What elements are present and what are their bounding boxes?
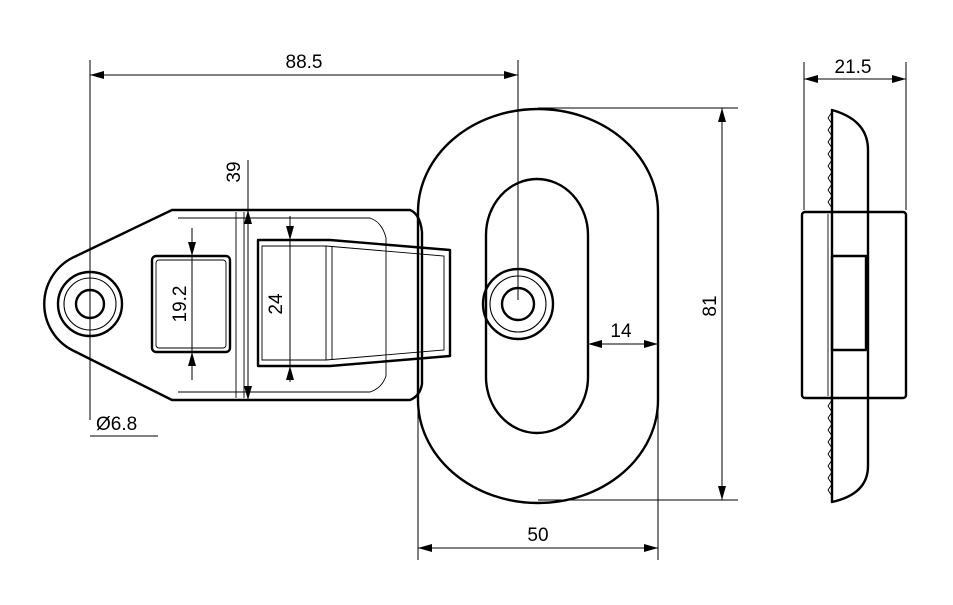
buckle-tongue	[256, 238, 452, 368]
bracket-front-view	[43, 208, 452, 402]
ring-outer-outline	[416, 107, 660, 505]
ring-inner-opening	[484, 177, 590, 435]
side-shell	[830, 108, 870, 504]
dim-overall-length-label: 88.5	[286, 52, 323, 73]
dimension-ring-height: 81	[538, 107, 738, 501]
buckle-tongue-inner	[261, 245, 445, 361]
side-serration	[827, 111, 833, 209]
dim-ring-height-label: 81	[700, 295, 721, 316]
side-serration-lower	[827, 399, 833, 497]
dimension-slot-height: 24	[266, 216, 294, 382]
dim-ring-width-label: 50	[527, 525, 548, 546]
dimension-overall-length: 88.5	[89, 52, 519, 420]
ring-front-view	[416, 107, 660, 505]
dimension-side-depth: 21.5	[803, 57, 907, 210]
bracket-inner-flange	[178, 217, 387, 393]
dim-hole-diameter-label: Ø6.8	[96, 414, 137, 435]
dimension-window-height: 19.2	[170, 228, 196, 380]
dim-side-depth-label: 21.5	[835, 57, 872, 78]
dimension-bracket-height: 39	[224, 160, 252, 400]
dim-ring-band-label: 14	[610, 321, 632, 342]
dim-bracket-height-label: 39	[224, 161, 245, 182]
dimension-ring-width: 50	[417, 400, 659, 560]
rectangular-window	[150, 254, 232, 354]
side-view	[800, 108, 908, 504]
rectangular-window-inner	[155, 259, 227, 349]
bracket-outline	[43, 208, 424, 402]
dim-window-height-label: 19.2	[170, 286, 191, 323]
dim-slot-height-label: 24	[266, 293, 287, 315]
dimension-ring-band: 14	[588, 321, 658, 348]
side-bracket-body	[800, 210, 908, 400]
dimension-hole-diameter: Ø6.8	[90, 414, 158, 437]
side-slot	[830, 254, 868, 352]
